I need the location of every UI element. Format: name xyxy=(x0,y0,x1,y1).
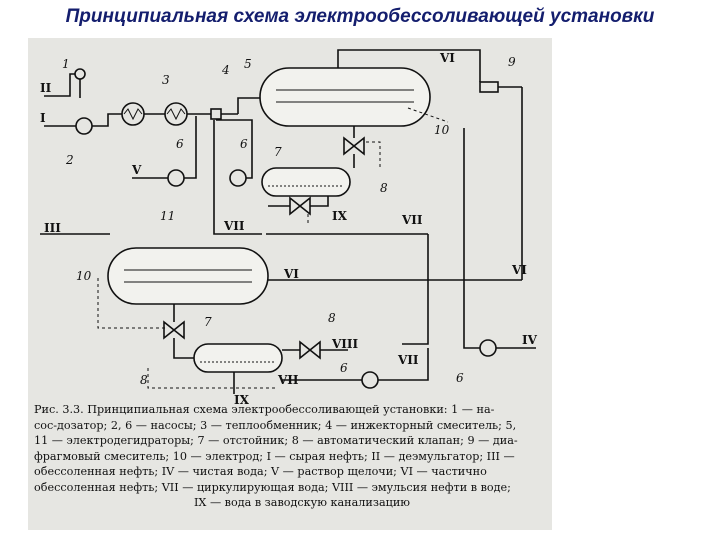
valve-8a xyxy=(343,136,365,156)
svg-text:VI: VI xyxy=(511,263,527,277)
svg-text:7: 7 xyxy=(274,145,282,159)
svg-text:VI: VI xyxy=(283,267,299,281)
caption-line: 11 — электродегидраторы; 7 — отстойник; … xyxy=(34,434,518,447)
figure-caption: Рис. 3.3. Принципиальная схема электрооб… xyxy=(34,402,548,511)
dosing-pump-1 xyxy=(74,68,86,80)
svg-text:II: II xyxy=(40,81,52,95)
svg-text:10: 10 xyxy=(434,123,450,137)
svg-text:8: 8 xyxy=(140,373,148,387)
svg-text:VII: VII xyxy=(397,353,419,367)
injector-mixer-4 xyxy=(210,108,222,120)
svg-text:IX: IX xyxy=(332,209,348,223)
settler-7-lower xyxy=(193,343,283,373)
caption-line: обессоленная нефть; VII — циркулирующая … xyxy=(34,480,511,494)
svg-text:V: V xyxy=(131,163,142,177)
valve-8c xyxy=(163,320,185,340)
svg-text:IX: IX xyxy=(234,393,250,407)
pump-6d xyxy=(479,339,497,357)
svg-text:VIII: VIII xyxy=(331,337,359,351)
svg-text:10: 10 xyxy=(76,269,92,283)
svg-text:VII: VII xyxy=(401,213,423,227)
svg-text:6: 6 xyxy=(456,371,464,385)
svg-text:III: III xyxy=(44,221,61,235)
svg-text:VI: VI xyxy=(439,51,455,65)
caption-line: обессоленная нефть; IV — чистая вода; V … xyxy=(34,465,487,478)
valve-8d xyxy=(299,340,321,360)
diaphragm-mixer-9 xyxy=(479,81,499,93)
svg-text:11: 11 xyxy=(160,209,175,223)
scanned-figure: 1 2 3 4 5 6 6 7 8 9 10 11 10 7 8 8 6 6 I… xyxy=(28,38,552,530)
pump-6c xyxy=(361,371,379,389)
electrodehydrator-11 xyxy=(107,247,269,305)
svg-text:9: 9 xyxy=(508,55,516,69)
svg-text:2: 2 xyxy=(65,153,74,167)
pump-6b xyxy=(229,169,247,187)
svg-text:3: 3 xyxy=(162,73,170,87)
svg-text:5: 5 xyxy=(244,57,252,71)
pump-2 xyxy=(75,117,93,135)
svg-text:IV: IV xyxy=(522,333,538,347)
svg-text:1: 1 xyxy=(62,57,70,71)
svg-text:VII: VII xyxy=(277,373,299,387)
svg-text:4: 4 xyxy=(221,63,230,77)
svg-text:8: 8 xyxy=(328,311,336,325)
svg-text:7: 7 xyxy=(204,315,212,329)
svg-text:6: 6 xyxy=(176,137,184,151)
svg-text:6: 6 xyxy=(340,361,348,375)
valve-8b xyxy=(289,196,311,216)
caption-line: фрагмовый смеситель; 10 — электрод; I — … xyxy=(34,449,515,463)
caption-line: Рис. 3.3. Принципиальная схема электрооб… xyxy=(34,403,495,416)
process-flow-diagram: 1 2 3 4 5 6 6 7 8 9 10 11 10 7 8 8 6 6 I… xyxy=(40,49,538,407)
svg-text:6: 6 xyxy=(240,137,248,151)
electrodehydrator-5 xyxy=(259,67,431,127)
caption-line: IX — вода в заводскую канализацию xyxy=(194,496,411,509)
pump-6a xyxy=(167,169,185,187)
heat-exchanger-3a xyxy=(121,102,145,126)
heat-exchanger-3b xyxy=(164,102,188,126)
page-title: Принципиальная схема электрообессоливающ… xyxy=(65,6,655,27)
svg-text:I: I xyxy=(40,111,46,125)
settler-7-upper xyxy=(261,167,351,197)
svg-text:VII: VII xyxy=(223,219,245,233)
svg-text:8: 8 xyxy=(380,181,388,195)
caption-line: сос-дозатор; 2, 6 — насосы; 3 — теплообм… xyxy=(34,418,517,432)
